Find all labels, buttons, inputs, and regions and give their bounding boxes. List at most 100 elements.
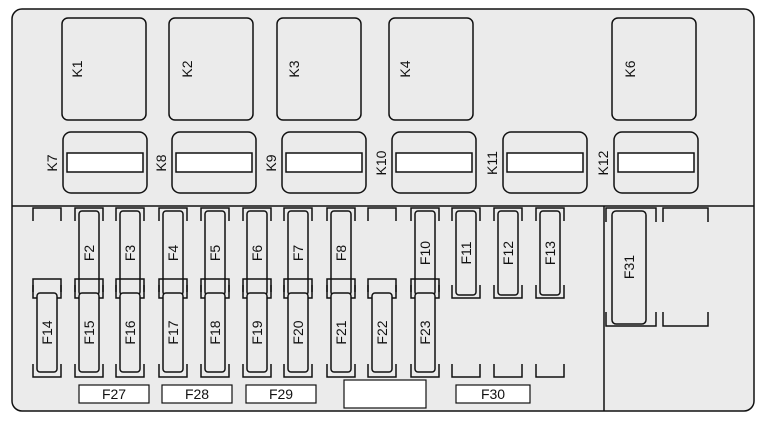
socket-row2-top-7 xyxy=(326,278,356,292)
socket-row1-top-11 xyxy=(493,207,523,221)
socket-row2-empty-12 xyxy=(535,364,565,378)
relay-k8-label: K8 xyxy=(153,154,169,171)
socket-row1-top-1 xyxy=(74,207,104,221)
relay-k11-label: K11 xyxy=(484,151,500,175)
svg-text:F27: F27 xyxy=(102,386,126,402)
relay-k9-label: K9 xyxy=(263,154,279,171)
relay-k2: K2 xyxy=(168,17,254,121)
socket-row1-top-9 xyxy=(410,207,440,221)
fuse-f14-body xyxy=(36,292,58,373)
socket-row1-top-3 xyxy=(158,207,188,221)
fuse-f23-body xyxy=(414,292,436,373)
group-label-f28: F28 xyxy=(161,384,233,404)
socket-row2-bottom-9 xyxy=(410,364,440,378)
socket-row1-top-2 xyxy=(115,207,145,221)
fuse-f22-label: F22 xyxy=(374,320,390,344)
socket-row1-bottom-12 xyxy=(535,285,565,299)
relay-k8: K8 xyxy=(153,131,257,194)
socket-empty-right-bottom xyxy=(662,312,709,327)
fuse-f5-label: F5 xyxy=(207,245,223,262)
fuse-f19-body xyxy=(246,292,268,373)
fuse-f16-label: F16 xyxy=(122,320,138,344)
socket-row2-bottom-7 xyxy=(326,364,356,378)
fuse-f31: F31 xyxy=(605,207,657,327)
svg-text:F28: F28 xyxy=(185,386,209,402)
fuse-f4-label: F4 xyxy=(165,245,181,262)
relay-k1: K1 xyxy=(61,17,147,121)
socket-row1-top-0 xyxy=(32,207,62,221)
fuse-f6-label: F6 xyxy=(249,245,265,262)
relay-k9: K9 xyxy=(263,131,367,194)
fuse-f18-label: F18 xyxy=(207,320,223,344)
relay-k3: K3 xyxy=(276,17,362,121)
relay-k7-label: K7 xyxy=(44,154,60,171)
group-label-blank xyxy=(343,379,427,409)
relay-k6-label: K6 xyxy=(622,60,638,77)
fuse-f13-body xyxy=(539,210,561,296)
fuse-f13-label: F13 xyxy=(542,241,558,265)
socket-row1-top-5 xyxy=(242,207,272,221)
socket-row2-bottom-0 xyxy=(32,364,62,378)
fuse-f19-label: F19 xyxy=(249,320,265,344)
socket-empty-right-top xyxy=(662,207,709,222)
relay-k6: K6 xyxy=(611,17,697,121)
socket-row1-top-7 xyxy=(326,207,356,221)
relay-k3-label: K3 xyxy=(286,60,302,77)
socket-row2-bottom-6 xyxy=(283,364,313,378)
socket-row2-bottom-5 xyxy=(242,364,272,378)
fuse-f2-label: F2 xyxy=(81,245,97,262)
relay-k2-label: K2 xyxy=(179,60,195,77)
relay-k4-label: K4 xyxy=(397,60,413,77)
socket-row2-top-8 xyxy=(367,278,397,292)
socket-row2-top-4 xyxy=(200,278,230,292)
socket-row2-top-5 xyxy=(242,278,272,292)
socket-row1-top-6 xyxy=(283,207,313,221)
fuse-f17-label: F17 xyxy=(165,320,181,344)
fuse-f15-label: F15 xyxy=(81,320,97,344)
svg-text:F30: F30 xyxy=(481,386,505,402)
fuse-f12-body xyxy=(497,210,519,296)
fuse-f11-body xyxy=(455,210,477,296)
socket-row2-bottom-8 xyxy=(367,364,397,378)
fuse-f15-body xyxy=(78,292,100,373)
socket-row2-top-1 xyxy=(74,278,104,292)
socket-row1-bottom-10 xyxy=(451,285,481,299)
relay-k10: K10 xyxy=(373,131,477,194)
relay-k7: K7 xyxy=(44,131,148,194)
relay-k12: K12 xyxy=(595,131,699,194)
fuse-f7-label: F7 xyxy=(290,245,306,262)
socket-row2-bottom-1 xyxy=(74,364,104,378)
fuse-f8-label: F8 xyxy=(333,245,349,262)
fuse-f23-label: F23 xyxy=(417,320,433,344)
socket-row2-bottom-3 xyxy=(158,364,188,378)
fuse-f20-label: F20 xyxy=(290,320,306,344)
socket-row1-top-12 xyxy=(535,207,565,221)
relay-k12-label: K12 xyxy=(595,150,611,175)
relay-k1-label: K1 xyxy=(69,60,85,77)
socket-row2-top-6 xyxy=(283,278,313,292)
relay-k4: K4 xyxy=(388,17,474,121)
socket-row1-top-4 xyxy=(200,207,230,221)
fuse-f18-body xyxy=(204,292,226,373)
socket-row2-bottom-2 xyxy=(115,364,145,378)
socket-row2-empty-11 xyxy=(493,364,523,378)
fuse-f20-body xyxy=(287,292,309,373)
fuse-f22-body xyxy=(371,292,393,373)
relay-k11: K11 xyxy=(484,131,588,194)
socket-row2-top-0 xyxy=(32,278,62,292)
fuse-f16-body xyxy=(119,292,141,373)
fuse-f10-label: F10 xyxy=(417,241,433,265)
group-label-f30: F30 xyxy=(455,384,531,404)
fuse-f14-label: F14 xyxy=(39,320,55,344)
relay-k10-label: K10 xyxy=(373,150,389,175)
group-label-f29: F29 xyxy=(245,384,317,404)
fuse-f12-label: F12 xyxy=(500,241,516,265)
socket-row2-top-3 xyxy=(158,278,188,292)
socket-row1-bottom-11 xyxy=(493,285,523,299)
fuse-f17-body xyxy=(162,292,184,373)
socket-row1-top-10 xyxy=(451,207,481,221)
fuse-f3-label: F3 xyxy=(122,245,138,262)
socket-row2-empty-10 xyxy=(451,364,481,378)
